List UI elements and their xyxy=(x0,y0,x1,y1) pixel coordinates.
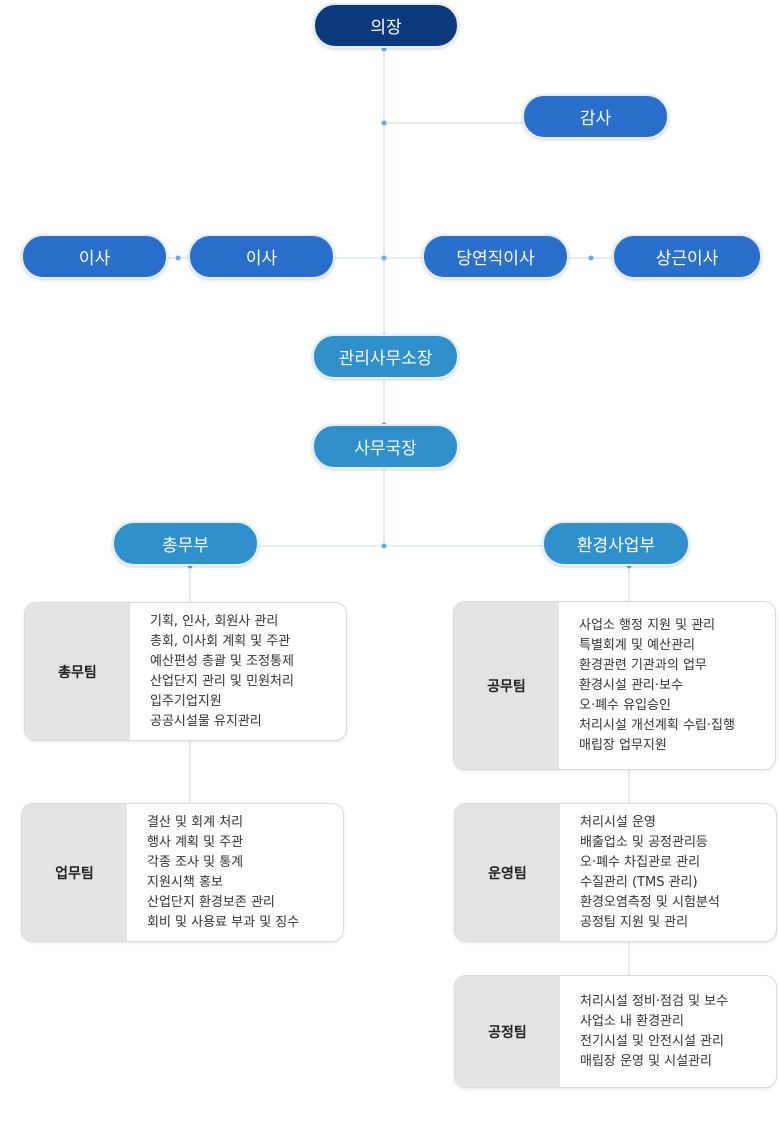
dot-director-link xyxy=(175,255,181,261)
node-director-1: 이사 xyxy=(21,234,168,279)
team-business: 업무팀 결산 및 회계 처리 행사 계획 및 주관 각종 조사 및 통계 지원시… xyxy=(21,803,344,942)
duty-item: 공공시설물 유지관리 xyxy=(150,713,262,729)
node-secretary-general: 사무국장 xyxy=(312,424,459,469)
duty-item: 처리시설 운영 xyxy=(580,814,656,830)
duty-list: 결산 및 회계 처리 행사 계획 및 주관 각종 조사 및 통계 지원시책 홍보… xyxy=(127,804,299,941)
duty-item: 매립장 업무지원 xyxy=(579,737,667,753)
duty-item: 처리시설 개선계획 수립·집행 xyxy=(579,717,735,733)
duty-item: 결산 및 회계 처리 xyxy=(147,814,244,830)
node-standing-director: 상근이사 xyxy=(612,234,762,279)
team-general-affairs: 총무팀 기획, 인사, 회원사 관리 총회, 이사회 계획 및 주관 예산편성 … xyxy=(24,602,347,741)
duty-list: 처리시설 운영 배출업소 및 공정관리등 오·폐수 차집관로 관리 수질관리 (… xyxy=(560,804,720,941)
duty-item: 배출업소 및 공정관리등 xyxy=(580,834,708,850)
node-environment-dept: 환경사업부 xyxy=(542,521,690,566)
node-director-2: 이사 xyxy=(188,234,335,279)
duty-item: 지원시책 홍보 xyxy=(147,874,223,890)
dot-standing-director-link xyxy=(588,255,594,261)
duty-item: 사업소 행정 지원 및 관리 xyxy=(579,617,716,633)
duty-item: 환경시설 관리·보수 xyxy=(579,677,683,693)
duty-item: 기획, 인사, 회원사 관리 xyxy=(150,613,279,629)
team-name: 총무팀 xyxy=(25,603,130,740)
node-chairman: 의장 xyxy=(313,3,459,48)
dot-auditor-junction xyxy=(381,120,387,126)
duty-item: 매립장 운영 및 시설관리 xyxy=(580,1053,712,1069)
duty-item: 사업소 내 환경관리 xyxy=(580,1013,684,1029)
team-process: 공정팀 처리시설 정비·점검 및 보수 사업소 내 환경관리 전기시설 및 안전… xyxy=(454,975,777,1088)
duty-item: 예산편성 총괄 및 조정통제 xyxy=(150,653,294,669)
dot-directors-junction xyxy=(381,255,387,261)
team-name: 운영팀 xyxy=(455,804,560,941)
duty-item: 행사 계획 및 주관 xyxy=(147,834,244,850)
team-operations: 운영팀 처리시설 운영 배출업소 및 공정관리등 오·폐수 차집관로 관리 수질… xyxy=(454,803,777,942)
duty-item: 환경관련 기관과의 업무 xyxy=(579,657,707,673)
duty-item: 환경오염측정 및 시험분석 xyxy=(580,894,720,910)
duty-list: 기획, 인사, 회원사 관리 총회, 이사회 계획 및 주관 예산편성 총괄 및… xyxy=(130,603,294,740)
dot-dept-junction xyxy=(381,543,387,549)
team-public-works: 공무팀 사업소 행정 지원 및 관리 특별회계 및 예산관리 환경관련 기관과의… xyxy=(453,601,776,770)
duty-item: 오·폐수 차집관로 관리 xyxy=(580,854,701,870)
duty-item: 산업단지 관리 및 민원처리 xyxy=(150,673,294,689)
node-office-director: 관리사무소장 xyxy=(312,334,459,379)
team-name: 공무팀 xyxy=(454,602,559,769)
node-general-affairs-dept: 총무부 xyxy=(112,521,259,566)
duty-list: 처리시설 정비·점검 및 보수 사업소 내 환경관리 전기시설 및 안전시설 관… xyxy=(560,976,728,1087)
duty-item: 오·폐수 유입승인 xyxy=(579,697,671,713)
node-auditor: 감사 xyxy=(522,94,669,139)
node-ex-officio-director: 당연직이사 xyxy=(422,234,569,279)
team-name: 공정팀 xyxy=(455,976,560,1087)
duty-item: 수질관리 (TMS 관리) xyxy=(580,874,698,890)
team-name: 업무팀 xyxy=(22,804,127,941)
duty-item: 회비 및 사용료 부과 및 징수 xyxy=(147,914,300,930)
duty-item: 산업단지 환경보존 관리 xyxy=(147,894,275,910)
duty-item: 각종 조사 및 통계 xyxy=(147,854,244,870)
duty-item: 특별회계 및 예산관리 xyxy=(579,637,695,653)
duty-item: 총회, 이사회 계획 및 주관 xyxy=(150,633,291,649)
duty-item: 공정팀 지원 및 관리 xyxy=(580,914,689,930)
duty-item: 입주기업지원 xyxy=(150,693,222,709)
duty-list: 사업소 행정 지원 및 관리 특별회계 및 예산관리 환경관련 기관과의 업무 … xyxy=(559,602,735,769)
duty-item: 처리시설 정비·점검 및 보수 xyxy=(580,993,729,1009)
duty-item: 전기시설 및 안전시설 관리 xyxy=(580,1033,724,1049)
